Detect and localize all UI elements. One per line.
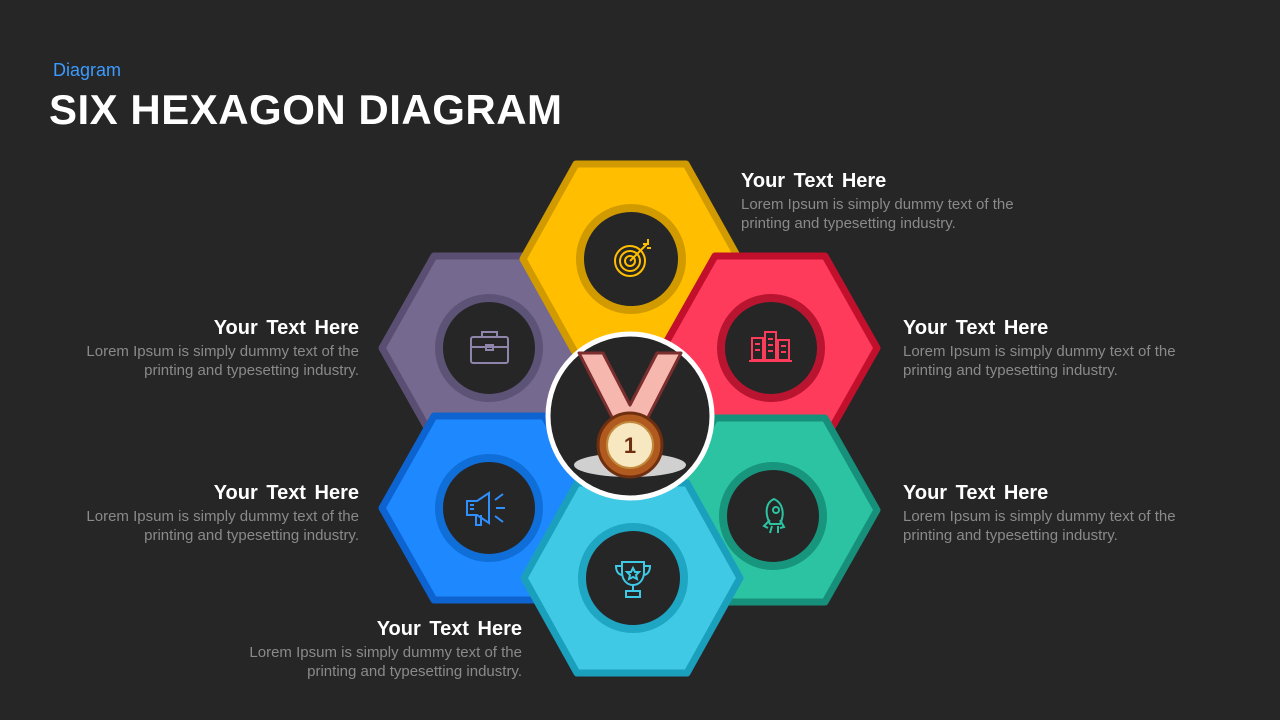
textblock-body-line1: Lorem Ipsum is simply dummy text of the — [86, 508, 359, 525]
rocket-icon — [762, 497, 786, 534]
textblock-body-line1: Lorem Ipsum is simply dummy text of the — [249, 644, 522, 661]
textblock-body-line2: printing and typesetting industry. — [903, 362, 1118, 379]
category-label: Diagram — [53, 60, 122, 80]
textblock-title: Your Text Here — [903, 317, 1049, 339]
briefcase-icon — [470, 331, 509, 364]
textblock-body-line2: printing and typesetting industry. — [903, 527, 1118, 544]
textblock-body-line1: Lorem Ipsum is simply dummy text of the — [86, 343, 359, 360]
textblock-upper-right: Your Text Here Lorem Ipsum is simply dum… — [903, 317, 1203, 380]
medal-icon — [545, 331, 715, 501]
textblock-top: Your Text Here Lorem Ipsum is simply dum… — [741, 170, 1041, 233]
hexagon-bottom — [520, 479, 744, 677]
textblock-title: Your Text Here — [213, 482, 359, 504]
buildings-icon — [749, 331, 792, 362]
textblock-body-line1: Lorem Ipsum is simply dummy text of the — [903, 343, 1176, 360]
megaphone-icon — [466, 491, 505, 526]
hexagon-upper-right — [659, 252, 881, 444]
textblock-body-line2: printing and typesetting industry. — [741, 215, 956, 232]
textblock-title: Your Text Here — [376, 618, 522, 640]
textblock-body-line1: Lorem Ipsum is simply dummy text of the — [741, 196, 1014, 213]
medal-number: 1 — [624, 433, 636, 458]
target-icon — [614, 239, 651, 277]
textblock-title: Your Text Here — [741, 170, 887, 192]
textblock-title: Your Text Here — [903, 482, 1049, 504]
textblock-body-line2: printing and typesetting industry. — [144, 527, 359, 544]
textblock-body-line2: printing and typesetting industry. — [144, 362, 359, 379]
textblock-title: Your Text Here — [213, 317, 359, 339]
textblock-upper-left: Your Text Here Lorem Ipsum is simply dum… — [59, 317, 359, 380]
textblock-body-line2: printing and typesetting industry. — [307, 663, 522, 680]
slide-title: SIX HEXAGON DIAGRAM — [49, 86, 563, 133]
textblock-bottom: Your Text Here Lorem Ipsum is simply dum… — [222, 618, 522, 681]
hexagon-upper-left — [378, 252, 600, 444]
trophy-icon — [614, 561, 652, 598]
textblock-lower-left: Your Text Here Lorem Ipsum is simply dum… — [59, 482, 359, 545]
textblock-lower-right: Your Text Here Lorem Ipsum is simply dum… — [903, 482, 1203, 545]
textblock-body-line1: Lorem Ipsum is simply dummy text of the — [903, 508, 1176, 525]
